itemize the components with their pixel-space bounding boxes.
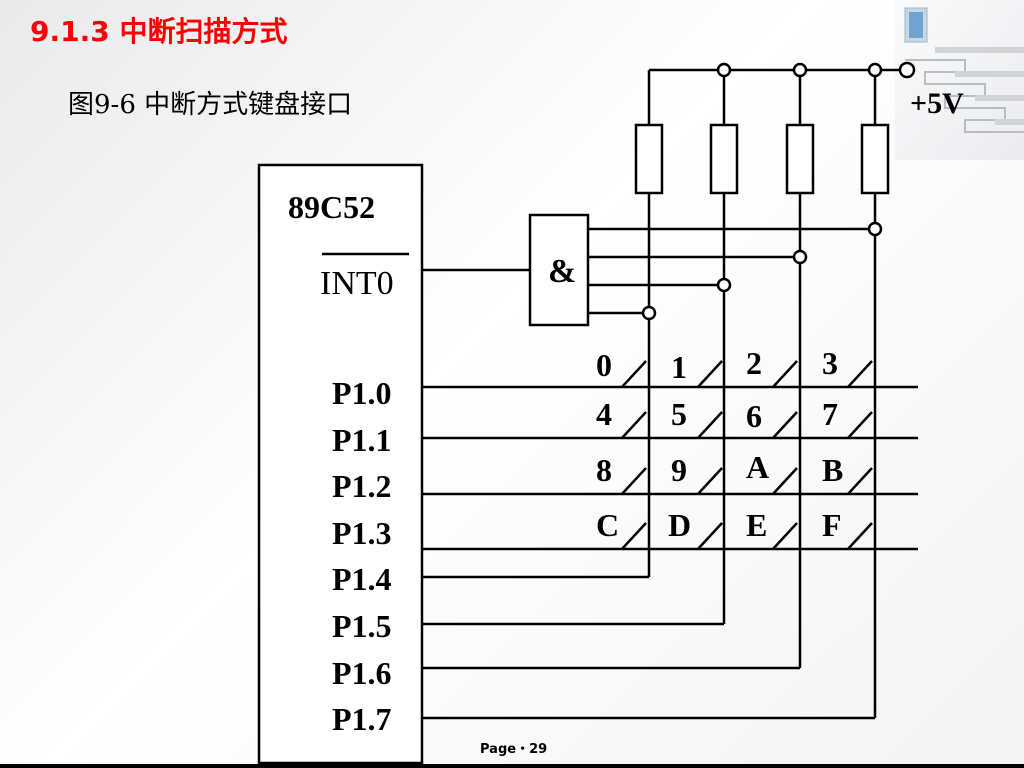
junction-node bbox=[716, 277, 732, 293]
junction-node bbox=[867, 62, 883, 78]
key-label: E bbox=[746, 507, 767, 543]
key-label: 4 bbox=[596, 396, 612, 432]
slide-title: 9.1.3 中断扫描方式 bbox=[30, 15, 288, 48]
and-gate bbox=[528, 213, 590, 327]
junction-node bbox=[792, 249, 808, 265]
pullup-resistor bbox=[709, 123, 739, 195]
key-label: A bbox=[746, 449, 769, 485]
junction-node bbox=[716, 62, 732, 78]
key-label: F bbox=[822, 507, 842, 543]
key-label: 5 bbox=[671, 396, 687, 432]
key-label: C bbox=[596, 507, 619, 543]
key-label: 1 bbox=[671, 349, 687, 385]
page-number: Page・29 bbox=[480, 742, 548, 757]
pin-label-p1-0: P1.0 bbox=[332, 375, 392, 411]
key-label: 3 bbox=[822, 345, 838, 381]
key-label: 8 bbox=[596, 452, 612, 488]
figure-caption: 图9-6 中断方式键盘接口 bbox=[68, 90, 353, 120]
stairs-decoration-image bbox=[895, 0, 1024, 160]
pullup-resistor bbox=[785, 123, 815, 195]
bottom-border bbox=[0, 764, 1024, 768]
chip-label: 89C52 bbox=[288, 189, 375, 225]
supply-terminal bbox=[898, 61, 916, 79]
key-label: D bbox=[668, 507, 691, 543]
key-label: 7 bbox=[822, 396, 838, 432]
junction-node bbox=[641, 305, 657, 321]
junction-node bbox=[867, 221, 883, 237]
key-switches bbox=[621, 360, 873, 550]
and-gate-symbol: & bbox=[548, 253, 576, 290]
pin-label-p1-2: P1.2 bbox=[332, 468, 392, 504]
key-label: 9 bbox=[671, 452, 687, 488]
pin-label-p1-6: P1.6 bbox=[332, 655, 392, 691]
chip-89c52 bbox=[257, 163, 424, 765]
key-label: 0 bbox=[596, 347, 612, 383]
pullup-resistor bbox=[860, 123, 890, 195]
int0-pin-label: INT0 bbox=[320, 265, 394, 302]
supply-label: +5V bbox=[910, 87, 964, 120]
pin-label-p1-4: P1.4 bbox=[332, 561, 392, 597]
pin-label-p1-7: P1.7 bbox=[332, 701, 392, 737]
pin-label-p1-1: P1.1 bbox=[332, 422, 392, 458]
key-label: 6 bbox=[746, 398, 762, 434]
key-label: B bbox=[822, 452, 843, 488]
pin-label-p1-5: P1.5 bbox=[332, 608, 392, 644]
junction-node bbox=[792, 62, 808, 78]
pin-label-p1-3: P1.3 bbox=[332, 515, 392, 551]
key-label: 2 bbox=[746, 345, 762, 381]
pullup-resistor bbox=[634, 123, 664, 195]
